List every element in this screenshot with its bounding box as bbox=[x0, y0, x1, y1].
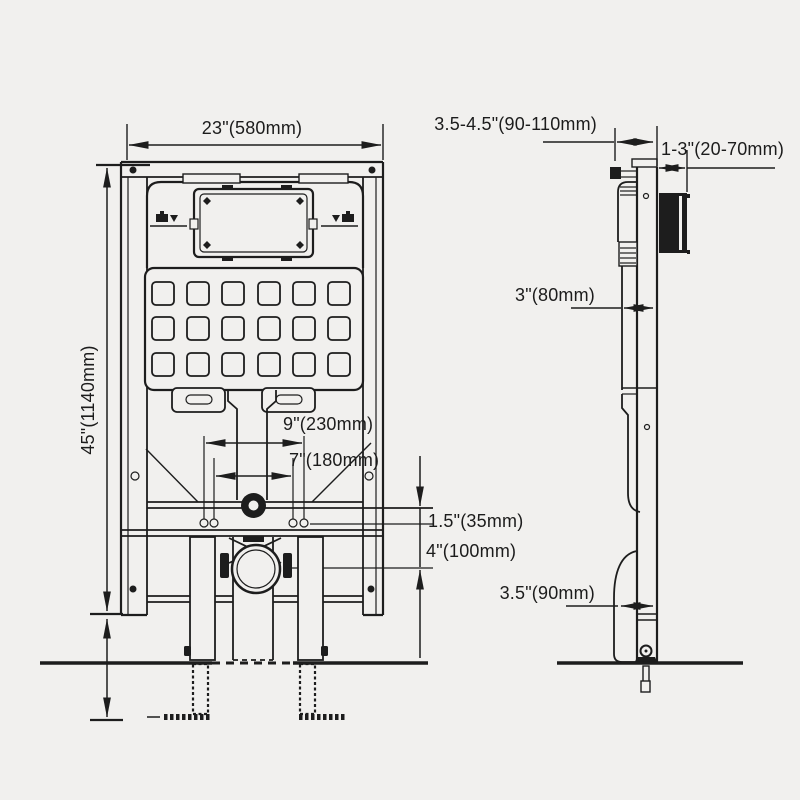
rail-side-hole bbox=[130, 471, 140, 481]
panel-tab bbox=[222, 185, 233, 190]
dim-label-bolt-outer: 9"(230mm) bbox=[283, 414, 373, 434]
front-view bbox=[40, 160, 433, 720]
leg-lock-bolt bbox=[184, 646, 191, 656]
column-hole bbox=[642, 192, 650, 200]
flush-pipe-connector bbox=[241, 493, 266, 518]
column-top-cap bbox=[631, 158, 658, 168]
dim-label-front-width: 23"(580mm) bbox=[202, 118, 302, 138]
dim-leg-height bbox=[90, 618, 123, 722]
panel-corner-clip bbox=[296, 197, 304, 205]
panel-tab bbox=[281, 256, 292, 261]
cross-brace bbox=[145, 448, 199, 503]
dim-outlet-offset: 3.5"(90mm) bbox=[500, 583, 654, 610]
access-panel bbox=[189, 185, 318, 261]
side-frame-column bbox=[631, 158, 659, 662]
panel-side-latch bbox=[189, 218, 199, 230]
column-hole bbox=[643, 423, 651, 431]
corner-bolt-hole bbox=[129, 585, 137, 593]
side-view bbox=[557, 158, 743, 693]
perforated-plate bbox=[143, 266, 365, 392]
dim-label-frame-depth: 3.5-4.5"(90-110mm) bbox=[434, 114, 597, 134]
dim-front-height: 45"(1140mm) bbox=[78, 163, 150, 616]
water-level-indicators bbox=[150, 211, 358, 227]
tank-profile bbox=[613, 181, 657, 663]
dim-label-flush-offset: 1.5"(35mm) bbox=[428, 511, 523, 531]
panel-tab bbox=[222, 256, 233, 261]
panel-side-latch bbox=[308, 218, 318, 230]
dim-bolt-inner: 7"(180mm) bbox=[215, 450, 379, 480]
cross-brace bbox=[311, 442, 372, 503]
flush-plate-housing bbox=[659, 193, 690, 254]
panel-corner-clip bbox=[296, 241, 304, 249]
tank-bottom-tab bbox=[171, 387, 226, 413]
plate-grid-holes bbox=[151, 281, 351, 377]
rail-side-hole bbox=[364, 471, 374, 481]
dim-front-width: 23"(580mm) bbox=[126, 118, 384, 160]
flush-neck bbox=[227, 390, 277, 500]
bolt-hole bbox=[209, 518, 219, 528]
drain-outlet bbox=[230, 543, 282, 595]
level-arrow-icon bbox=[170, 215, 178, 222]
anchor-bolt bbox=[642, 665, 650, 683]
water-inlet-valve bbox=[610, 167, 637, 179]
dim-label-pipe-depth: 3"(80mm) bbox=[515, 285, 595, 305]
cistern-tank bbox=[143, 173, 365, 413]
left-leg bbox=[189, 536, 216, 661]
dim-label-outlet-offset: 3.5"(90mm) bbox=[500, 583, 595, 603]
leg-extension bbox=[298, 662, 317, 716]
corner-bolt-hole bbox=[367, 585, 375, 593]
panel-tab bbox=[281, 185, 292, 190]
dim-frame-depth: 3.5-4.5"(90-110mm) bbox=[434, 114, 658, 166]
dim-flush-drain-offsets: 1.5"(35mm) 4"(100mm) bbox=[416, 456, 523, 658]
corner-bolt-hole bbox=[129, 166, 137, 174]
leg-extension bbox=[191, 662, 210, 716]
dim-label-front-height: 45"(1140mm) bbox=[78, 345, 98, 454]
dim-bolt-outer: 9"(230mm) bbox=[205, 414, 373, 447]
panel-corner-clip bbox=[203, 197, 211, 205]
bolt-hole bbox=[299, 518, 309, 528]
bolt-hole bbox=[199, 518, 209, 528]
dim-label-bolt-inner: 7"(180mm) bbox=[289, 450, 379, 470]
dim-pipe-depth: 3"(80mm) bbox=[515, 285, 654, 312]
level-arrow-icon bbox=[332, 215, 340, 222]
drain-clip bbox=[220, 553, 229, 578]
dimensions: 23"(580mm) 45"(1140mm) 9"(230mm) 7"(180m… bbox=[78, 114, 784, 722]
dim-panel-depth: 1-3"(20-70mm) bbox=[658, 139, 784, 192]
leg-lock-bolt bbox=[321, 646, 328, 656]
right-leg bbox=[297, 536, 324, 661]
bolt-hole bbox=[288, 518, 298, 528]
panel-corner-clip bbox=[203, 241, 211, 249]
drain-clip bbox=[283, 553, 292, 578]
dim-label-drain-offset: 4"(100mm) bbox=[426, 541, 516, 561]
tank-top-clip bbox=[298, 173, 349, 184]
corner-bolt-hole bbox=[368, 166, 376, 174]
dim-label-panel-depth: 1-3"(20-70mm) bbox=[661, 139, 784, 159]
pan-fixing-bolts bbox=[199, 436, 309, 528]
anchor-nut bbox=[640, 680, 651, 693]
drain-assembly bbox=[220, 536, 292, 661]
tank-top-clip bbox=[182, 173, 241, 184]
tank-bottom-tab bbox=[261, 387, 316, 413]
